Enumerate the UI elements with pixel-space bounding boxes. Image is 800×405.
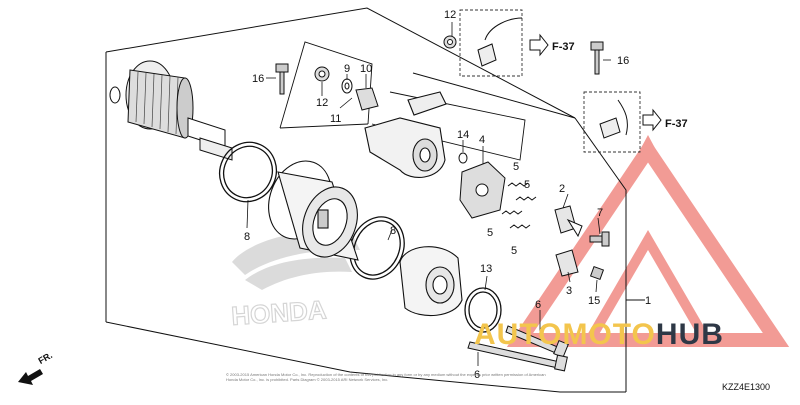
o-ring-left	[218, 141, 278, 203]
ref-f37-top[interactable]: F-37	[552, 41, 575, 53]
insulator-10	[355, 87, 379, 111]
subframe-upper	[279, 41, 373, 129]
callout-16-left[interactable]: 16	[252, 73, 264, 85]
callout-11[interactable]: 11	[330, 113, 341, 125]
callouts: 16 12 16 12 9 10 11 14 4 5 5 5 5 2 7 3 1…	[244, 9, 651, 381]
part-code: KZZ4E1300	[721, 382, 770, 392]
exploded-frame	[105, 7, 645, 393]
f37-arrow-right	[642, 108, 662, 132]
callout-5b[interactable]: 5	[524, 179, 530, 191]
nut-12	[314, 66, 330, 82]
washer-9	[341, 78, 353, 94]
leader-lines	[246, 22, 611, 366]
callout-1[interactable]: 1	[645, 295, 651, 307]
callout-15[interactable]: 15	[588, 295, 600, 307]
callout-4[interactable]: 4	[479, 134, 485, 146]
watermark-part1: AUTOMOTO	[474, 318, 656, 351]
callout-5c[interactable]: 5	[487, 227, 493, 239]
subframe-bracket	[371, 91, 526, 161]
nut-12-top	[443, 35, 457, 49]
svg-text:HONDA: HONDA	[230, 294, 327, 331]
dashed-box-top	[459, 9, 523, 77]
front-direction-arrow	[18, 369, 43, 385]
callout-13[interactable]: 13	[480, 263, 492, 275]
ref-f37-right[interactable]: F-37	[665, 118, 688, 130]
long-bolts	[467, 325, 569, 372]
screw-15	[589, 265, 605, 281]
springs	[501, 182, 537, 229]
callout-8-left[interactable]: 8	[244, 231, 250, 243]
o-ring-right	[349, 216, 405, 280]
callout-10[interactable]: 10	[360, 63, 372, 75]
callout-12[interactable]: 12	[316, 97, 328, 109]
watermark-text: AUTOMOTOHUB	[474, 318, 724, 352]
callout-12-top[interactable]: 12	[444, 9, 456, 21]
bolt-7	[589, 231, 610, 247]
callout-6-lower[interactable]: 6	[474, 369, 480, 381]
watermark-logo	[506, 135, 790, 347]
cable-top	[477, 17, 523, 67]
callout-2[interactable]: 2	[559, 183, 565, 195]
rear-cover	[399, 246, 463, 317]
o-ring-13	[464, 287, 502, 333]
callout-7[interactable]: 7	[597, 207, 603, 219]
callout-16-right[interactable]: 16	[617, 55, 629, 67]
callout-6-upper[interactable]: 6	[535, 299, 541, 311]
bolt-16-right	[590, 41, 604, 75]
brush-2	[554, 205, 583, 238]
callout-5d[interactable]: 5	[511, 245, 517, 257]
dashed-box-right	[583, 91, 641, 153]
callout-14[interactable]: 14	[457, 129, 469, 141]
callout-3[interactable]: 3	[566, 285, 572, 297]
f37-arrow-top	[529, 33, 549, 57]
brush-3	[555, 249, 579, 277]
armature	[109, 60, 233, 161]
cable-right	[599, 99, 628, 139]
watermark-part2: HUB	[655, 318, 724, 351]
yoke-housing	[268, 160, 359, 261]
brush-holder	[459, 161, 506, 219]
copyright-notice: © 2003-2015 American Honda Motor Co., In…	[226, 372, 546, 382]
callout-5a[interactable]: 5	[513, 161, 519, 173]
bolt-16-left	[275, 63, 289, 95]
callout-9[interactable]: 9	[344, 63, 350, 75]
callout-8-right[interactable]: 8	[390, 225, 396, 237]
front-bracket	[364, 91, 447, 178]
o-ring-14	[458, 152, 468, 164]
